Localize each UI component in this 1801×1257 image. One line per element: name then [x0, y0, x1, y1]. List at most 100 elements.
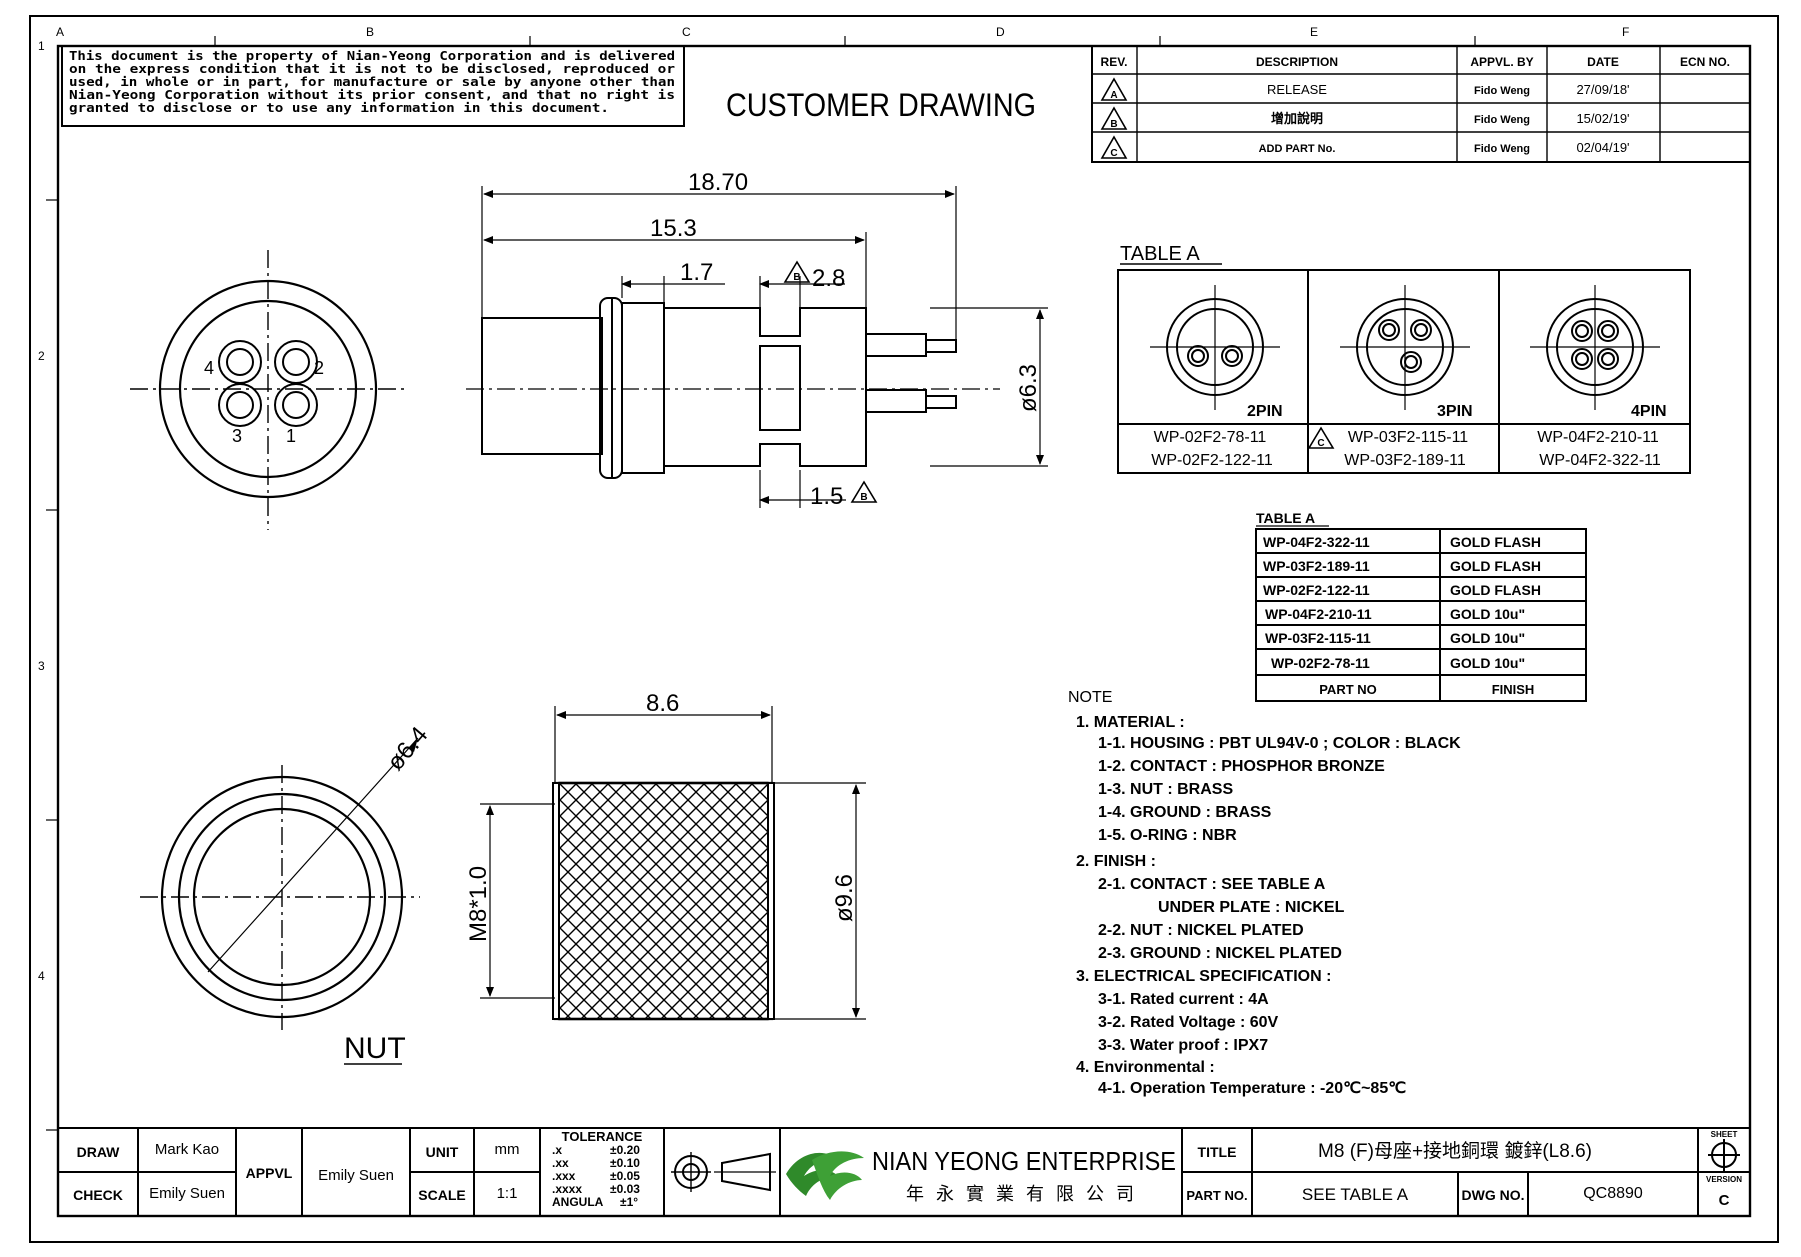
connector-side-view [466, 297, 1000, 479]
variant-label-2pin: 2PIN [1247, 403, 1283, 420]
finish-header-finish: FINISH [1492, 682, 1535, 697]
title-label: TITLE [1198, 1144, 1237, 1160]
rev-marker-b-groove: B [783, 260, 811, 283]
finish-value: GOLD 10u" [1450, 630, 1525, 646]
rev-header-rev: REV. [1101, 55, 1128, 69]
title-block [57, 1127, 1751, 1217]
drawing-title: CUSTOMER DRAWING [726, 87, 1036, 123]
pin-label-4: 4 [204, 358, 214, 378]
connector-front-view [130, 250, 406, 530]
notes-title: NOTE [1068, 689, 1112, 706]
note-line: 1. MATERIAL : [1076, 714, 1185, 731]
variant-part: WP-02F2-122-11 [1151, 452, 1273, 469]
tolerance-value: ±0.03 [610, 1182, 640, 1196]
draw-label: DRAW [77, 1144, 121, 1160]
check-value: Emily Suen [149, 1185, 225, 1202]
tolerance-key: .xxxx [552, 1182, 582, 1196]
sheet-label: SHEET [1711, 1130, 1738, 1139]
title-block-right-text: TITLE M8 (F)母座+接地銅環 鍍鋅(L8.6) PART NO. SE… [1186, 1130, 1742, 1209]
face-2pin [1150, 285, 1280, 410]
title-block-text: DRAW Mark Kao CHECK Emily Suen APPVL Emi… [73, 1129, 643, 1203]
pin-label-2: 2 [314, 358, 324, 378]
tolerance-value: ±1° [620, 1195, 638, 1209]
variant-part: WP-04F2-210-11 [1537, 429, 1659, 446]
dwg-label: DWG NO. [1462, 1187, 1525, 1203]
appvl-value: Emily Suen [318, 1167, 394, 1184]
variant-part: WP-02F2-78-11 [1154, 429, 1267, 446]
table-a-title: TABLE A [1120, 243, 1200, 265]
dim-nut-outer: ø9.6 [831, 874, 858, 922]
zone-col-f: F [1622, 25, 1629, 39]
nut-dimension-labels: 8.6 M8*1.0 ø9.6 [465, 690, 858, 942]
side-dimension-labels: 18.70 15.3 1.7 B 2.8 ø6.3 1.5 B [650, 169, 1042, 510]
notice-line: This document is the property of Nian-Ye… [69, 48, 675, 63]
sheet-symbol-icon [1708, 1139, 1740, 1171]
finish-part: WP-03F2-189-11 [1263, 558, 1370, 574]
rev-row-c: C ADD PART No. Fido Weng 02/04/19' [1100, 135, 1630, 159]
finish-part: WP-04F2-322-11 [1263, 534, 1370, 550]
notice-box [61, 45, 685, 127]
finish-part: WP-03F2-115-11 [1265, 630, 1371, 646]
tolerance-value: ±0.20 [610, 1143, 640, 1157]
dim-thread: M8*1.0 [465, 866, 492, 942]
finish-value: GOLD FLASH [1450, 534, 1541, 550]
note-line: 1-5. O-RING : NBR [1098, 827, 1237, 844]
tolerance-value: ±0.05 [610, 1169, 640, 1183]
variant-part: WP-03F2-189-11 [1344, 452, 1466, 469]
pin-variant-labels: 2PIN 3PIN 4PIN [1247, 403, 1667, 420]
rev-marker-letter: B [860, 492, 867, 503]
face-3pin [1340, 285, 1470, 410]
finish-part: WP-02F2-78-11 [1271, 655, 1370, 671]
tolerance-rows: .x ±0.20 .xx ±0.10 .xxx ±0.05 .xxxx ±0.0… [552, 1143, 640, 1209]
note-line: 4-1. Operation Temperature : -20℃~85℃ [1098, 1080, 1406, 1097]
note-line: 1-1. HOUSING : PBT UL94V-0 ; COLOR : BLA… [1098, 735, 1461, 752]
finish-value: GOLD 10u" [1450, 655, 1525, 671]
version-label: VERSION [1706, 1175, 1742, 1184]
note-line: 3. ELECTRICAL SPECIFICATION : [1076, 968, 1331, 985]
part-value: SEE TABLE A [1302, 1185, 1409, 1204]
rev-row-approver: Fido Weng [1474, 114, 1530, 126]
note-line: 3-2. Rated Voltage : 60V [1098, 1014, 1279, 1031]
finish-part: WP-04F2-210-11 [1265, 606, 1372, 622]
finish-header-part: PART NO [1319, 682, 1377, 697]
tolerance-key: .x [552, 1143, 562, 1157]
company-chinese: 年 永 實 業 有 限 公 司 [906, 1184, 1134, 1204]
zone-labels: A B C D E F 1 2 3 4 [38, 25, 1629, 983]
rev-row-description: ADD PART No. [1259, 143, 1336, 155]
appvl-label: APPVL [246, 1165, 293, 1181]
dim-bottom-gap: 1.5 [810, 483, 843, 510]
finish-table-cells: WP-04F2-322-11 GOLD FLASH WP-03F2-189-11… [1263, 534, 1541, 697]
face-4pin [1530, 285, 1660, 410]
rev-marker-letter: C [1317, 438, 1324, 449]
rev-header-approved: APPVL. BY [1470, 55, 1533, 69]
company-logo-icon [786, 1151, 864, 1200]
dim-overall-length: 18.70 [688, 169, 748, 196]
note-line: 3-3. Water proof : IPX7 [1098, 1037, 1268, 1054]
version-value: C [1719, 1192, 1730, 1209]
zone-row-2: 2 [38, 349, 45, 363]
dim-flange: 1.7 [680, 259, 713, 286]
rev-row-approver: Fido Weng [1474, 85, 1530, 97]
finish-value: GOLD FLASH [1450, 558, 1541, 574]
nut-label: NUT [344, 1032, 406, 1065]
note-line: 2-3. GROUND : NICKEL PLATED [1098, 945, 1342, 962]
rev-row-a: A RELEASE Fido Weng 27/09/18' [1100, 77, 1630, 101]
check-label: CHECK [73, 1187, 123, 1203]
dwg-value: QC8890 [1583, 1185, 1643, 1202]
notes-block: NOTE 1. MATERIAL : 1-1. HOUSING : PBT UL… [1068, 689, 1461, 1097]
notice-text: This document is the property of Nian-Ye… [69, 48, 675, 115]
zone-col-d: D [996, 25, 1005, 39]
note-line: 2-2. NUT : NICKEL PLATED [1098, 922, 1304, 939]
part-label: PART NO. [1186, 1188, 1247, 1203]
rev-header-description: DESCRIPTION [1256, 55, 1338, 69]
rev-row-description: RELEASE [1267, 82, 1327, 97]
tolerance-title: TOLERANCE [562, 1129, 643, 1144]
tolerance-key: ANGULA [552, 1195, 604, 1209]
finish-value: GOLD 10u" [1450, 606, 1525, 622]
nut-diameter-label: ø6.4 [382, 722, 434, 776]
rev-marker-letter: B [793, 272, 800, 283]
rev-row-rev: A [1110, 90, 1117, 101]
dim-body-length: 15.3 [650, 215, 697, 242]
notice-line: used, in whole or in part, for manufactu… [69, 74, 675, 89]
